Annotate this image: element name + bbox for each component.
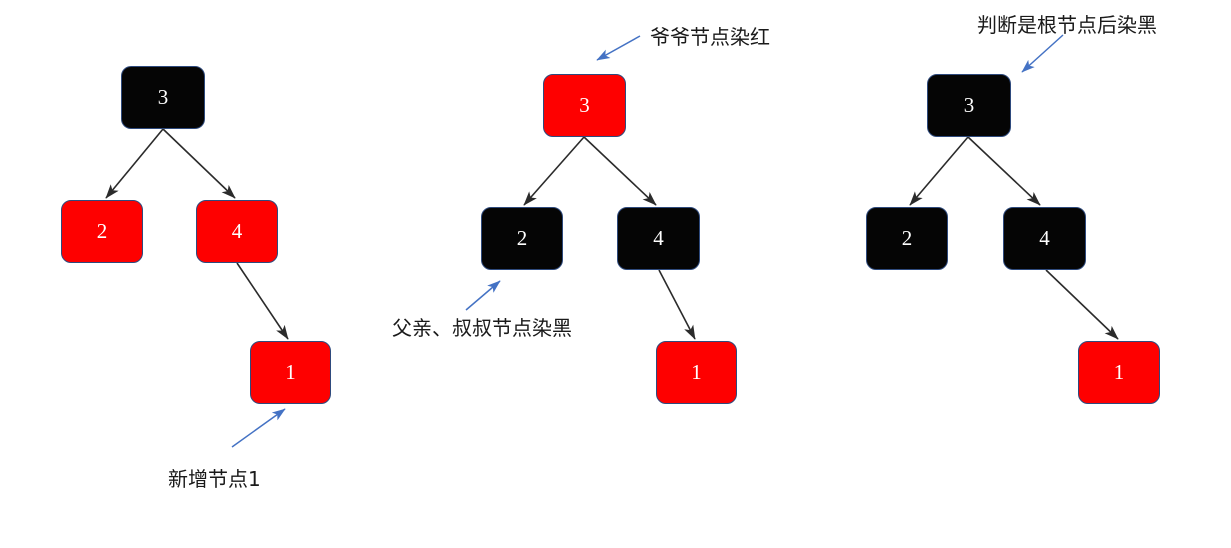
tree-node-2-stage-2: 2 bbox=[481, 207, 563, 270]
tree-edge-3-to-2-stage-1 bbox=[105, 128, 164, 199]
annotation-arrow-s2-a1 bbox=[596, 35, 641, 61]
tree-node-4-stage-3: 4 bbox=[1003, 207, 1086, 270]
tree-edge-4-to-1-stage-3 bbox=[1045, 269, 1119, 340]
tree-edge-3-to-4-stage-2 bbox=[583, 136, 657, 206]
tree-node-4-stage-2: 4 bbox=[617, 207, 700, 270]
annotation-arrow-s1-a1 bbox=[231, 408, 286, 448]
tree-edge-3-to-2-stage-2 bbox=[523, 136, 585, 206]
tree-node-1-stage-2: 1 bbox=[656, 341, 737, 404]
annotation-label-s1-a1: 新增节点1 bbox=[168, 467, 261, 491]
tree-edge-4-to-1-stage-1 bbox=[236, 262, 289, 340]
annotation-label-s2-a1: 爷爷节点染红 bbox=[650, 25, 770, 49]
tree-edge-3-to-2-stage-3 bbox=[909, 136, 969, 206]
tree-node-3-stage-3: 3 bbox=[927, 74, 1011, 137]
annotation-arrow-s3-a1 bbox=[1021, 34, 1064, 73]
tree-node-1-stage-3: 1 bbox=[1078, 341, 1160, 404]
tree-edge-3-to-4-stage-3 bbox=[967, 136, 1041, 206]
annotation-label-s2-a2: 父亲、叔叔节点染黑 bbox=[392, 316, 572, 340]
annotation-arrow-s2-a2 bbox=[465, 280, 501, 311]
tree-node-1-stage-1: 1 bbox=[250, 341, 331, 404]
tree-edge-4-to-1-stage-2 bbox=[658, 269, 696, 340]
tree-node-2-stage-3: 2 bbox=[866, 207, 948, 270]
tree-node-3-stage-2: 3 bbox=[543, 74, 626, 137]
tree-node-2-stage-1: 2 bbox=[61, 200, 143, 263]
tree-node-3-stage-1: 3 bbox=[121, 66, 205, 129]
annotation-label-s3-a1: 判断是根节点后染黑 bbox=[977, 13, 1157, 37]
tree-edge-3-to-4-stage-1 bbox=[162, 128, 236, 199]
tree-node-4-stage-1: 4 bbox=[196, 200, 278, 263]
